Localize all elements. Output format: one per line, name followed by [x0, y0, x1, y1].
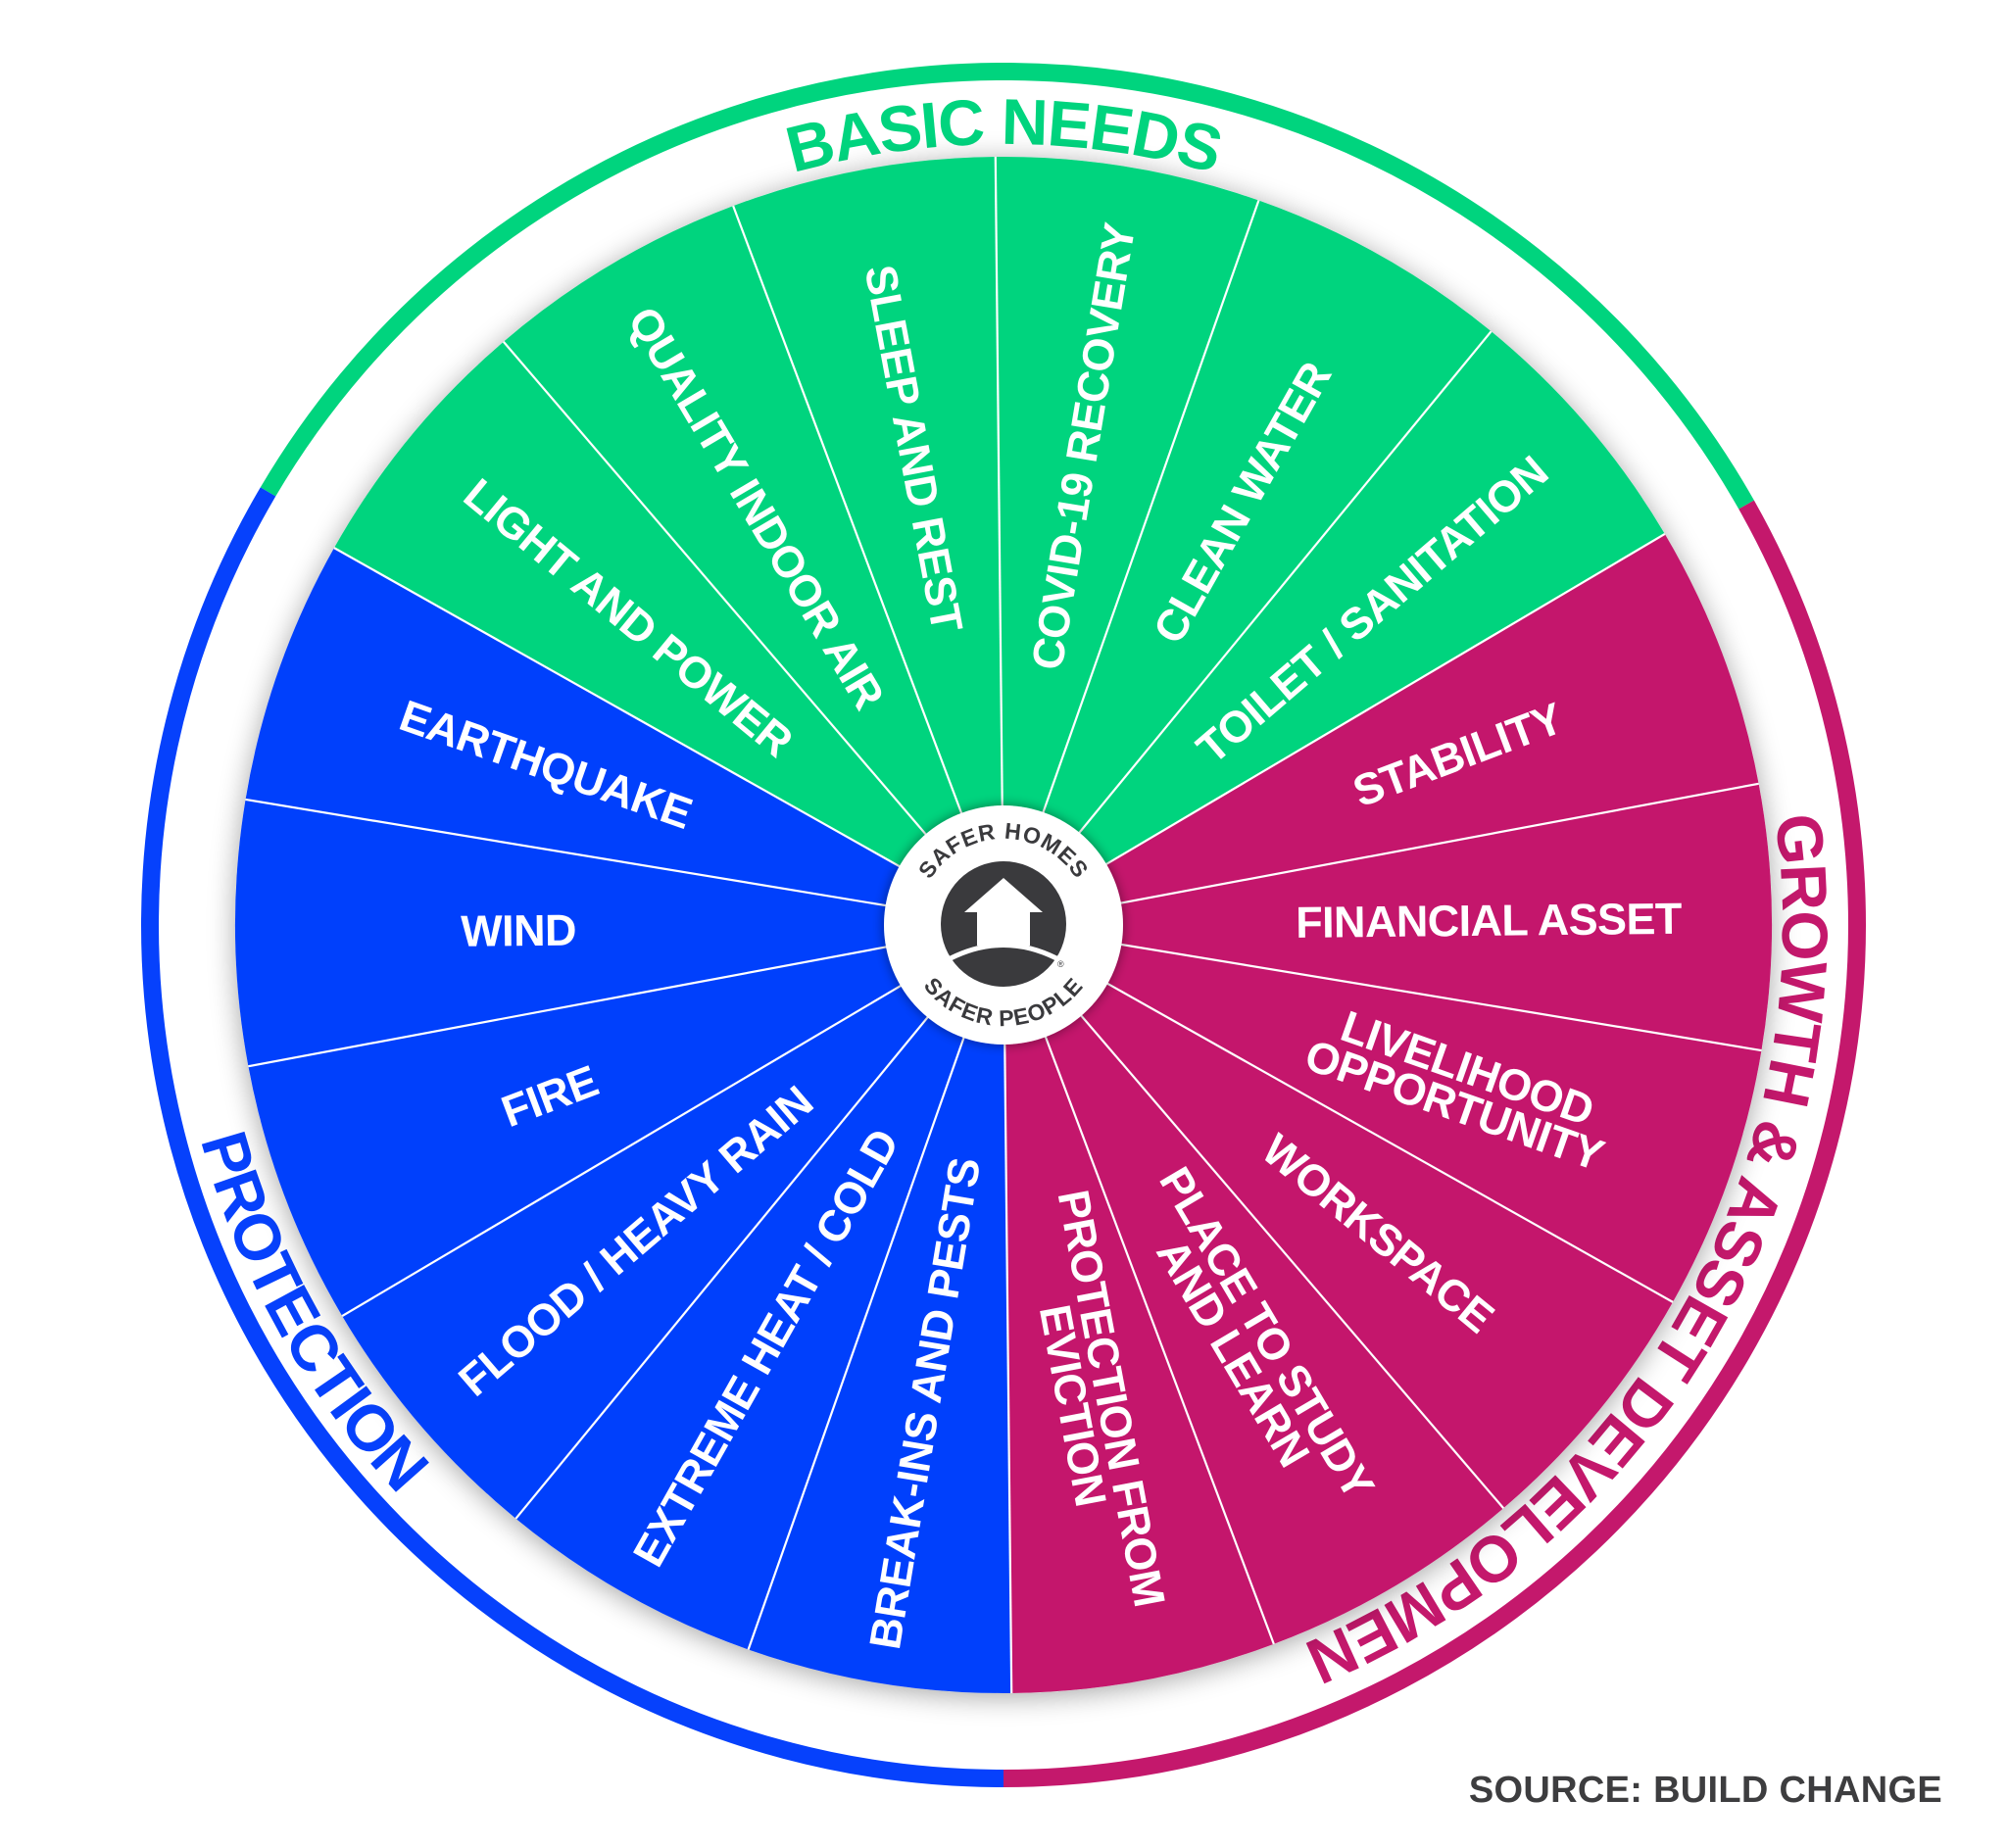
segment-clean-water — [1004, 200, 1492, 926]
segment-protection-from-eviction — [1004, 925, 1274, 1693]
segment-divider — [245, 798, 1004, 927]
segment-divider — [341, 924, 1004, 1318]
segment-label-wind: WIND — [461, 904, 576, 955]
segment-label-financial-asset: FINANCIAL ASSET — [1296, 893, 1682, 947]
house-icon: ® — [941, 861, 1066, 987]
wheel-segments — [235, 157, 1772, 1693]
ring-arc-basic-needs — [260, 63, 1754, 510]
source-credit: SOURCE: BUILD CHANGE — [1468, 1770, 1942, 1811]
outer-category-ring — [141, 63, 1866, 1787]
segment-divider — [1002, 924, 1013, 1693]
segment-light-and-power — [333, 341, 1004, 925]
segment-divider — [333, 547, 1004, 926]
segment-financial-asset — [1004, 783, 1772, 1051]
segment-divider — [1003, 924, 1674, 1303]
segment-divider — [502, 341, 1004, 926]
segment-flood-heavy-rain — [342, 925, 1004, 1519]
segment-break-ins-and-pests — [748, 925, 1012, 1693]
segment-extreme-heat-cold — [515, 925, 1004, 1650]
ring-arc-protection — [141, 487, 1004, 1787]
center-logo: SAFER HOMES SAFER PEOPLE ® — [884, 805, 1123, 1045]
segment-divider — [248, 923, 1004, 1068]
segment-divider — [747, 924, 1005, 1650]
segment-quality-indoor-air — [503, 206, 1004, 925]
segment-divider — [1002, 924, 1275, 1645]
segment-label-line: FINANCIAL ASSET — [1296, 893, 1682, 947]
segment-divider — [1002, 200, 1260, 926]
segment-divider — [1003, 923, 1762, 1052]
segment-covid-19-recovery — [995, 157, 1259, 925]
segment-label-line: WIND — [461, 904, 576, 955]
segment-divider — [732, 205, 1005, 926]
segment-workspace — [1004, 925, 1674, 1509]
segment-sleep-and-rest — [733, 157, 1004, 926]
segment-dividers — [245, 157, 1762, 1693]
segment-divider — [1003, 924, 1505, 1509]
segment-divider — [1003, 782, 1759, 927]
segment-divider — [994, 157, 1005, 926]
segment-stability — [1004, 533, 1759, 925]
segment-fire — [248, 925, 1004, 1317]
segment-place-to-study-and-learn — [1004, 925, 1504, 1644]
registered-mark: ® — [1057, 959, 1064, 969]
segment-divider — [1003, 532, 1666, 926]
segment-divider — [514, 924, 1004, 1520]
segment-toilet-sanitation — [1004, 331, 1665, 925]
segment-divider — [1003, 330, 1493, 926]
ring-arc-growth — [1003, 500, 1866, 1787]
segment-wind — [235, 799, 1004, 1067]
